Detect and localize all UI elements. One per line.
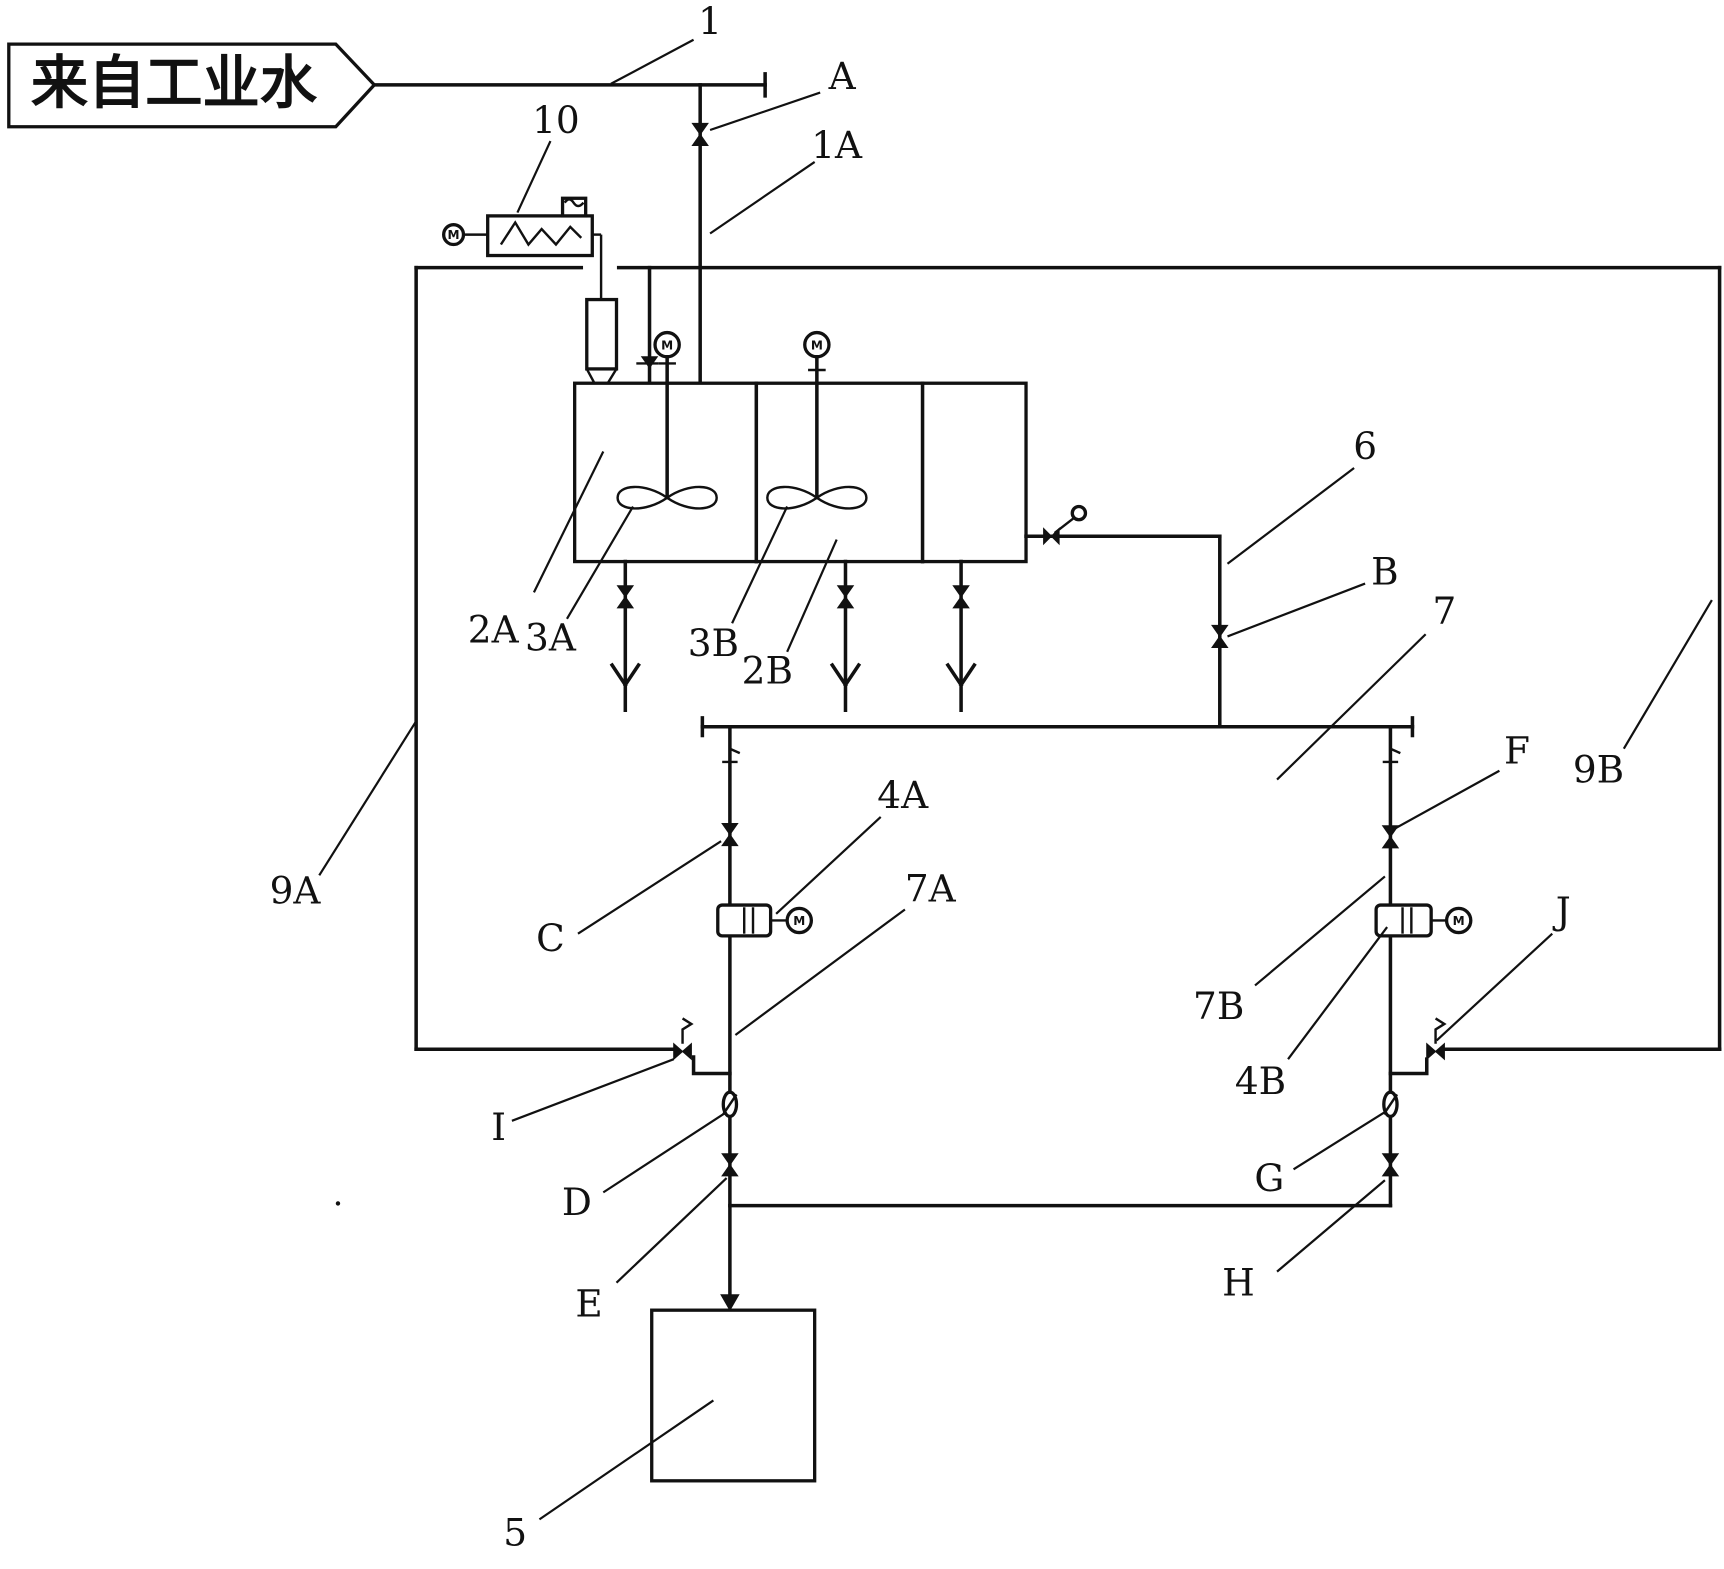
label-4a: 4A [877,773,929,817]
label-i: I [491,1105,506,1149]
outlet-pipe-6 [1024,504,1222,729]
branch-7a [720,724,741,1312]
label-e: E [575,1281,602,1325]
label-j: J [1552,888,1571,932]
label-a: A [828,54,857,98]
motor-letter: M [661,338,673,352]
callout-labels: 1 A 10 1A 2A 3A 3B 2B 6 B 7 F 9B 4A 7A C… [270,0,1625,1554]
drain-1 [609,559,641,712]
label-7: 7 [1432,589,1456,633]
reaction-tank [573,381,1028,564]
collection-tank-5 [650,1308,817,1483]
branch-7b [1381,724,1401,1208]
source-label: 来自工业水 [31,51,318,117]
label-b: B [1371,549,1399,593]
label-5: 5 [503,1510,527,1554]
motor-letter: M [1453,914,1465,928]
label-7a: 7A [905,866,957,910]
valve-j [1388,1017,1447,1076]
label-3b: 3B [688,621,739,665]
check-valve-d [721,1090,739,1119]
label-9a: 9A [270,869,322,913]
industrial-water-source: 来自工业水 [7,42,377,129]
label-4b: 4B [1235,1059,1286,1103]
valve-e [721,1153,739,1177]
label-6: 6 [1353,424,1377,468]
motor-letter: M [448,228,460,242]
header-pipe-7 [700,716,1415,738]
motor-letter: M [811,338,823,352]
label-f: F [1504,729,1530,773]
stray-dot [335,1201,341,1206]
mixer-3a: M [616,330,718,510]
label-1: 1 [698,0,722,43]
valve-i [673,1017,732,1076]
valve-b [1211,624,1229,648]
label-10: 10 [532,98,580,142]
label-9b: 9B [1573,747,1624,791]
label-7b: 7B [1193,984,1244,1028]
label-h: H [1222,1260,1255,1304]
pump-4b: M [1374,903,1473,938]
label-2b: 2B [742,648,793,692]
pump-4a: M [716,903,814,938]
mixer-3b: M [766,330,868,510]
label-c: C [536,916,565,960]
drain-3 [945,559,977,712]
label-g: G [1254,1156,1284,1200]
motor-letter: M [793,914,805,928]
return-loop-9 [414,265,1722,1052]
dosing-cylinder [585,297,619,385]
label-d: D [562,1180,592,1224]
leader-lines [318,38,1713,1521]
valve-h [1381,1153,1400,1177]
label-3a: 3A [525,615,577,659]
component-10-heater: M [442,196,603,300]
check-valve-g [1382,1090,1399,1119]
valve-a [691,122,709,146]
label-1a: 1A [811,123,863,167]
label-2a: 2A [468,608,520,652]
drain-2 [829,559,862,712]
